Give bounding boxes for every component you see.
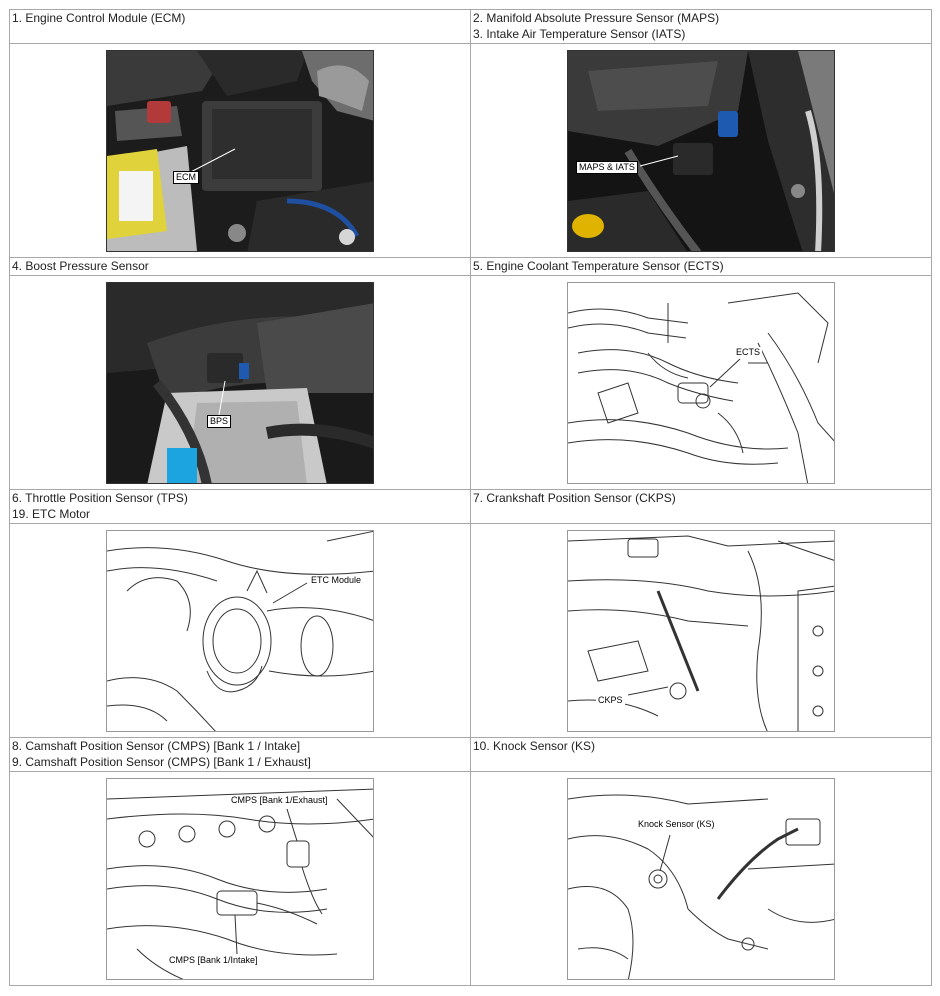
etc-drawing-graphic	[107, 531, 373, 731]
table-row: BPS	[9, 275, 932, 490]
ects-drawing: ECTS	[567, 282, 835, 484]
cell-header-ecm: 1. Engine Control Module (ECM)	[9, 9, 471, 44]
header-line: 10. Knock Sensor (KS)	[473, 739, 596, 753]
header-line: 9. Camshaft Position Sensor (CMPS) [Bank…	[12, 755, 311, 769]
table-row: 1. Engine Control Module (ECM) 2. Manifo…	[9, 9, 932, 44]
table-row: ETC Module	[9, 523, 932, 738]
cell-image-cmps: CMPS [Bank 1/Exhaust] CMPS [Bank 1/Intak…	[9, 771, 471, 986]
cell-image-bps: BPS	[9, 275, 471, 490]
header-line: 19. ETC Motor	[12, 507, 91, 521]
bps-photo-graphic	[107, 283, 373, 483]
cmps-drawing: CMPS [Bank 1/Exhaust] CMPS [Bank 1/Intak…	[106, 778, 374, 980]
ckps-drawing-graphic	[568, 535, 834, 731]
ks-callout: Knock Sensor (KS)	[636, 819, 717, 830]
cell-header-ckps: 7. Crankshaft Position Sensor (CKPS)	[470, 489, 932, 524]
cmps-exhaust-callout: CMPS [Bank 1/Exhaust]	[229, 795, 330, 806]
cell-image-maps-iats: MAPS & IATS	[470, 43, 932, 258]
header-line: 5. Engine Coolant Temperature Sensor (EC…	[473, 259, 724, 273]
header-line: 2. Manifold Absolute Pressure Sensor (MA…	[473, 11, 720, 25]
maps-iats-callout: MAPS & IATS	[576, 161, 638, 174]
cmps-drawing-graphic	[107, 788, 373, 979]
table-row: 8. Camshaft Position Sensor (CMPS) [Bank…	[9, 737, 932, 772]
ecm-photo-graphic	[107, 51, 373, 251]
cell-image-ects: ECTS	[470, 275, 932, 490]
header-line: 8. Camshaft Position Sensor (CMPS) [Bank…	[12, 739, 301, 753]
bps-callout: BPS	[207, 415, 232, 428]
cell-image-ks: Knock Sensor (KS)	[470, 771, 932, 986]
cell-header-cmps: 8. Camshaft Position Sensor (CMPS) [Bank…	[9, 737, 471, 772]
table-row: 4. Boost Pressure Sensor 5. Engine Coola…	[9, 257, 932, 276]
header-line: 1. Engine Control Module (ECM)	[12, 11, 186, 25]
cell-image-etc: ETC Module	[9, 523, 471, 738]
header-line: 7. Crankshaft Position Sensor (CKPS)	[473, 491, 676, 505]
etc-callout: ETC Module	[309, 575, 364, 586]
cell-image-ecm: ECM	[9, 43, 471, 258]
maps-iats-photo: MAPS & IATS	[567, 50, 835, 252]
maps-iats-photo-graphic	[568, 51, 834, 251]
cell-header-ects: 5. Engine Coolant Temperature Sensor (EC…	[470, 257, 932, 276]
cell-header-tps: 6. Throttle Position Sensor (TPS) 19. ET…	[9, 489, 471, 524]
cmps-intake-callout: CMPS [Bank 1/Intake]	[167, 955, 260, 966]
table-row: CMPS [Bank 1/Exhaust] CMPS [Bank 1/Intak…	[9, 771, 932, 986]
table-row: ECM MAP	[9, 43, 932, 258]
header-line: 6. Throttle Position Sensor (TPS)	[12, 491, 188, 505]
bps-photo: BPS	[106, 282, 374, 484]
header-line: 4. Boost Pressure Sensor	[12, 259, 149, 273]
cell-header-ks: 10. Knock Sensor (KS)	[470, 737, 932, 772]
ks-drawing-graphic	[568, 794, 834, 979]
table-row: 6. Throttle Position Sensor (TPS) 19. ET…	[9, 489, 932, 524]
sensor-location-table: 1. Engine Control Module (ECM) 2. Manifo…	[9, 9, 932, 986]
cell-header-bps: 4. Boost Pressure Sensor	[9, 257, 471, 276]
ects-callout: ECTS	[734, 347, 763, 358]
cell-header-maps-iats: 2. Manifold Absolute Pressure Sensor (MA…	[470, 9, 932, 44]
ckps-drawing: CKPS	[567, 530, 835, 732]
etc-drawing: ETC Module	[106, 530, 374, 732]
ects-drawing-graphic	[568, 292, 834, 483]
cell-image-ckps: CKPS	[470, 523, 932, 738]
header-line: 3. Intake Air Temperature Sensor (IATS)	[473, 27, 686, 41]
ecm-photo: ECM	[106, 50, 374, 252]
ckps-callout: CKPS	[596, 695, 625, 706]
ecm-callout: ECM	[173, 171, 199, 184]
ks-drawing: Knock Sensor (KS)	[567, 778, 835, 980]
